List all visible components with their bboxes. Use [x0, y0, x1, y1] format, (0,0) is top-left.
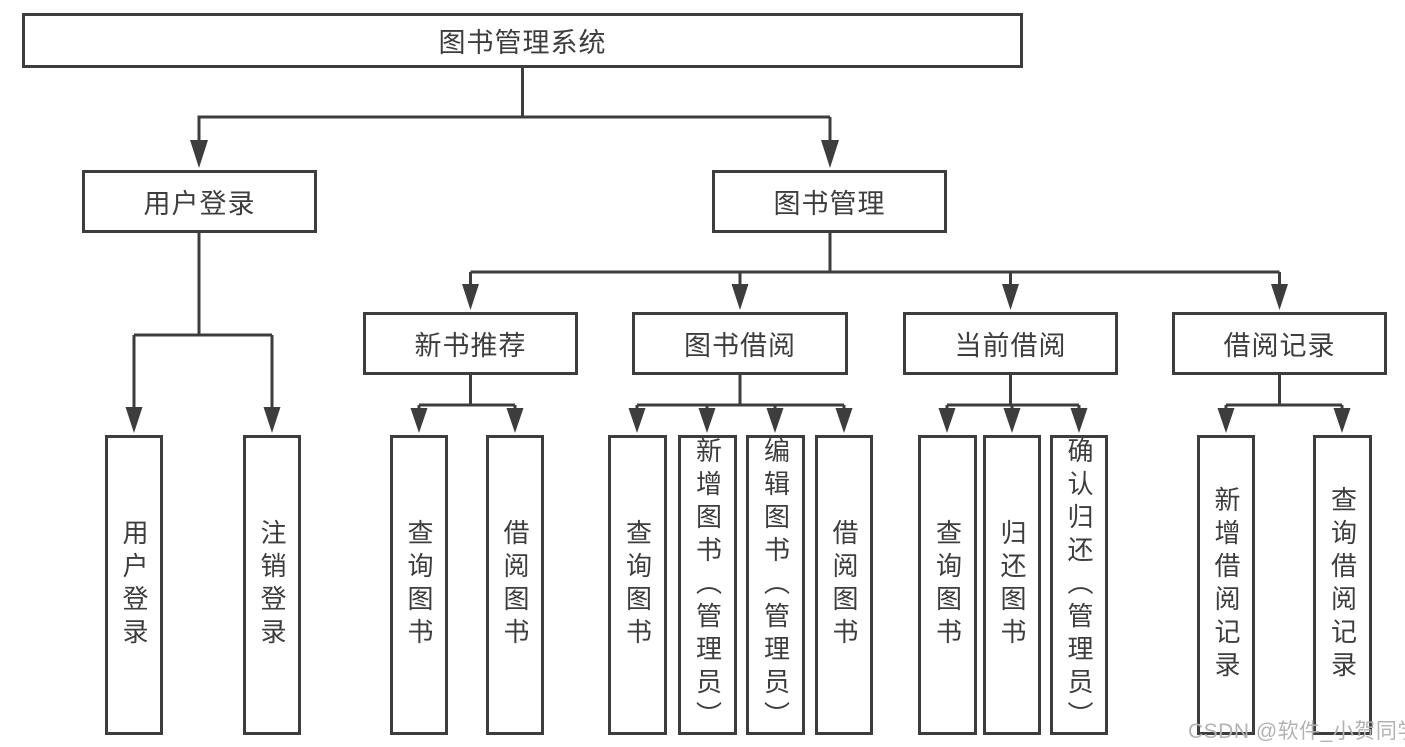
- leaf-query-books-current-label: 查询图书: [932, 519, 963, 651]
- leaf-query-borrow-record: 查询借阅记录: [1313, 435, 1372, 735]
- leaf-return-book: 归还图书: [983, 435, 1041, 735]
- leaf-confirm-return-admin: 确认归还（管理员）: [1050, 435, 1108, 735]
- node-new-book-rec: 新书推荐: [363, 312, 578, 375]
- node-borrow-records: 借阅记录: [1172, 312, 1387, 375]
- node-borrow-records-label: 借阅记录: [1223, 331, 1336, 361]
- leaf-add-book-admin: 新增图书（管理员）: [678, 435, 737, 735]
- leaf-borrow-books-label: 借阅图书: [829, 519, 859, 651]
- node-root-label: 图书管理系统: [438, 28, 607, 58]
- leaf-query-borrow-record-label: 查询借阅记录: [1327, 486, 1358, 684]
- connector-bookmgmt-to-level3: [469, 233, 1281, 286]
- leaf-query-books-current: 查询图书: [918, 435, 977, 735]
- leaf-query-books-borrow-label: 查询图书: [622, 519, 653, 651]
- csdn-watermark: CSDN @软件_小贺同学: [1188, 720, 1405, 743]
- leaf-edit-book-admin: 编辑图书（管理员）: [746, 435, 805, 735]
- leaf-edit-book-admin-label: 编辑图书（管理员）: [760, 436, 791, 734]
- leaf-borrow-books-rec: 借阅图书: [486, 435, 544, 735]
- leaf-logout-label: 注销登录: [257, 519, 287, 651]
- leaf-add-borrow-record-label: 新增借阅记录: [1211, 486, 1241, 684]
- leaf-add-borrow-record: 新增借阅记录: [1197, 435, 1255, 735]
- node-book-borrow: 图书借阅: [632, 312, 848, 375]
- connector-borrowrecords-to-leaves: [1224, 375, 1344, 410]
- node-book-mgmt-label: 图书管理: [773, 189, 886, 219]
- leaf-logout: 注销登录: [243, 435, 301, 735]
- connector-userlogin-to-leaves: [132, 233, 274, 409]
- connector-newbookrec-to-leaves: [417, 375, 517, 410]
- leaf-query-books-rec-label: 查询图书: [404, 519, 434, 651]
- leaf-query-books-borrow: 查询图书: [608, 435, 667, 735]
- leaf-borrow-books-rec-label: 借阅图书: [500, 519, 530, 651]
- connector-currentborrow-to-leaves: [945, 375, 1081, 410]
- node-book-mgmt: 图书管理: [712, 170, 947, 233]
- node-root: 图书管理系统: [22, 13, 1023, 68]
- node-current-borrow-label: 当前借阅: [954, 331, 1067, 361]
- leaf-confirm-return-admin-label: 确认归还（管理员）: [1064, 436, 1094, 734]
- leaf-user-login: 用户登录: [105, 435, 163, 735]
- leaf-query-books-rec: 查询图书: [390, 435, 448, 735]
- leaf-borrow-books: 借阅图书: [815, 435, 873, 735]
- node-current-borrow: 当前借阅: [903, 312, 1118, 375]
- leaf-user-login-label: 用户登录: [119, 519, 149, 651]
- arrowheads: [125, 140, 1351, 433]
- node-user-login: 用户登录: [82, 170, 317, 233]
- node-book-borrow-label: 图书借阅: [684, 331, 796, 361]
- leaf-add-book-admin-label: 新增图书（管理员）: [692, 436, 723, 734]
- connector-root-to-level2: [197, 68, 832, 142]
- node-user-login-label: 用户登录: [143, 189, 256, 219]
- leaf-return-book-label: 归还图书: [997, 519, 1027, 651]
- node-new-book-rec-label: 新书推荐: [414, 331, 527, 361]
- connector-bookborrow-to-leaves: [635, 375, 846, 410]
